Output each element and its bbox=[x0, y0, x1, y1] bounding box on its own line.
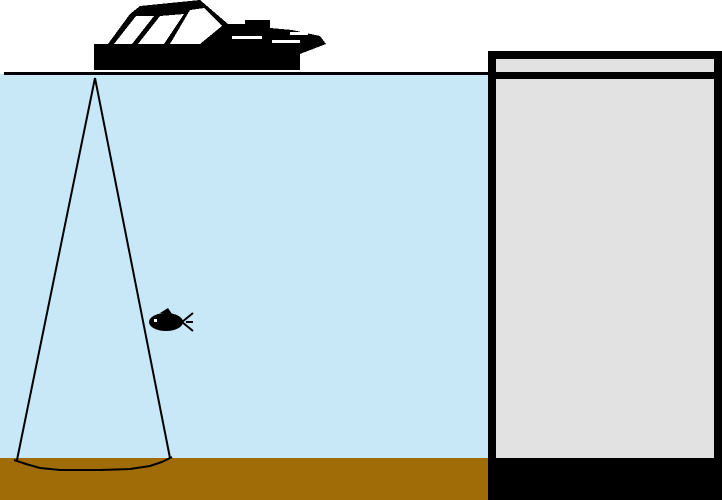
sonar-beam-edges bbox=[16, 77, 171, 461]
water-surface-line bbox=[4, 72, 490, 75]
boat-deck-stripe bbox=[232, 36, 262, 39]
fish-body bbox=[149, 313, 183, 331]
fish-eye bbox=[154, 319, 157, 322]
display-header bbox=[496, 59, 714, 72]
boat-window-middle bbox=[138, 14, 184, 44]
sonar-display-panel bbox=[488, 51, 722, 500]
boat-window-rear bbox=[170, 8, 222, 44]
boat-rail-gap bbox=[272, 40, 300, 43]
boat-icon bbox=[94, 0, 326, 70]
fish-icon bbox=[149, 308, 194, 332]
boat-window-front bbox=[114, 16, 154, 44]
fish-fin bbox=[160, 308, 172, 314]
fish-tail bbox=[181, 312, 194, 332]
sonar-cone bbox=[13, 77, 173, 471]
sonar-beam-footprint bbox=[13, 456, 173, 471]
display-screen bbox=[496, 79, 714, 458]
water bbox=[0, 74, 490, 460]
boat-bow-notch bbox=[290, 32, 308, 35]
seabed bbox=[0, 458, 490, 500]
